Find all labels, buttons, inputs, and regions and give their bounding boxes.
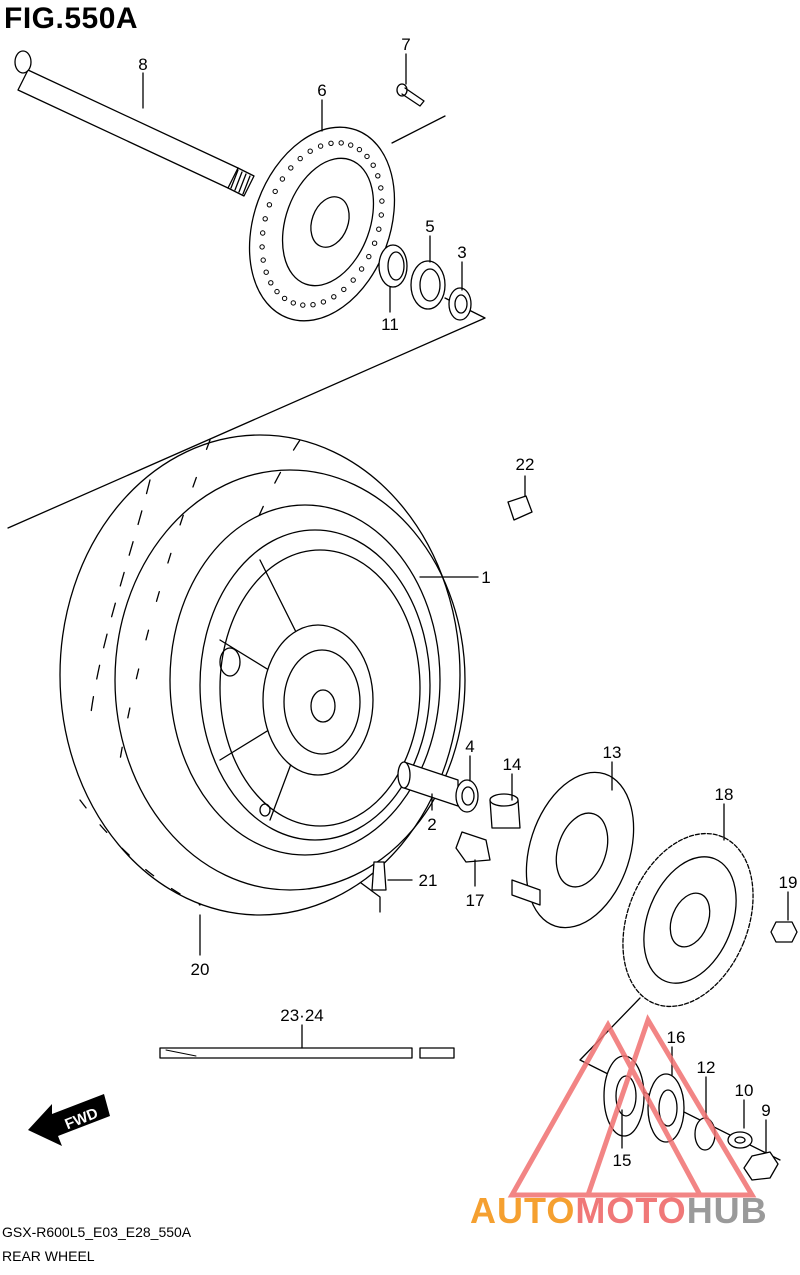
bearing-11: [378, 244, 408, 288]
sprocket-nut: [770, 921, 798, 943]
bearing-4: [455, 779, 479, 813]
disc-hole: [259, 244, 265, 250]
damper: [455, 831, 491, 863]
callout-15: 15: [613, 1151, 632, 1170]
disc-hole: [260, 257, 266, 263]
disc-hole: [338, 140, 344, 146]
callout-10: 10: [735, 1081, 754, 1100]
callout-19: 19: [779, 873, 798, 892]
disc-hole: [281, 295, 288, 302]
bearing-3: [448, 287, 472, 321]
disc-hole: [297, 155, 303, 162]
disc-hole: [376, 226, 382, 232]
disc-hole: [320, 299, 327, 305]
disc-hole: [371, 240, 378, 246]
disc-hole: [288, 165, 294, 171]
figure-code: GSX-R600L5_E03_E28_550A: [2, 1224, 192, 1240]
callout-13: 13: [603, 743, 622, 762]
disc-hole: [307, 148, 313, 154]
rim-tape: [159, 1047, 455, 1059]
brand-part-moto: MOTO: [575, 1190, 687, 1231]
disc-hole: [358, 266, 365, 272]
disc-hole: [266, 202, 273, 208]
figure-name: REAR WHEEL: [2, 1248, 95, 1264]
disc-hole: [300, 302, 306, 308]
disc-hole: [262, 216, 268, 222]
disc-hole: [350, 277, 356, 283]
guide-line-bolt: [391, 115, 446, 144]
callout-1: 1: [481, 568, 490, 587]
disc-hole: [328, 140, 334, 147]
disc-hole: [290, 300, 296, 306]
brand-part-hub: HUB: [686, 1190, 768, 1231]
callout-labels: 8 6 7 5 3 11 22 1 2 4 14 13 18 19 17 21 …: [138, 35, 797, 1170]
watermark-triangle-icon: [507, 1014, 757, 1198]
disc-hole: [356, 146, 363, 153]
disc-hole: [310, 302, 316, 308]
callout-11: 11: [381, 315, 399, 334]
disc-hole: [364, 153, 370, 160]
watermark-brand: AUTOMOTOHUB: [470, 1190, 768, 1232]
callout-4: 4: [465, 737, 474, 756]
callout-6: 6: [317, 81, 326, 100]
collar: [489, 793, 521, 829]
callout-21: 21: [419, 871, 438, 890]
washer-10: [727, 1131, 753, 1149]
disc-hole: [370, 162, 376, 168]
disc-hole: [272, 188, 278, 195]
callout-9: 9: [761, 1101, 770, 1120]
axle: [14, 50, 255, 197]
disc-hole: [379, 198, 385, 204]
disc-hole: [279, 176, 286, 182]
callout-7: 7: [401, 35, 410, 54]
disc-bolt: [396, 83, 425, 107]
nut-9: [743, 1151, 779, 1181]
oil-seal-16: [647, 1073, 685, 1143]
brake-disc: [248, 126, 396, 322]
disc-hole: [317, 143, 324, 149]
callout-14: 14: [503, 755, 522, 774]
rear-sprocket: [622, 832, 754, 1008]
wheel-rim: [169, 504, 441, 856]
callout-18: 18: [715, 785, 734, 804]
disc-hole: [375, 173, 381, 179]
forward-arrow-icon: FWD: [28, 1094, 110, 1146]
disc-hole: [348, 142, 354, 148]
disc-hole: [378, 212, 384, 218]
disc-hole: [366, 253, 372, 260]
disc-hole: [268, 280, 274, 286]
callout-17: 17: [466, 891, 485, 910]
callout-2: 2: [427, 815, 436, 834]
disc-hole: [341, 286, 347, 293]
disc-hole: [274, 288, 280, 295]
disc-hole: [263, 269, 269, 275]
disc-hole: [331, 294, 337, 300]
brand-part-auto: AUTO: [470, 1190, 576, 1231]
callout-5: 5: [425, 217, 434, 236]
callout-8: 8: [138, 55, 147, 74]
balance-weight: [507, 495, 533, 521]
callout-16: 16: [667, 1028, 686, 1047]
callout-23-24: 23·24: [280, 1006, 323, 1025]
callout-12: 12: [697, 1058, 716, 1077]
disc-hole: [260, 230, 266, 236]
sprocket-drum: [511, 771, 635, 929]
callout-3: 3: [457, 243, 466, 262]
disc-hole: [378, 185, 384, 191]
oil-seal-5: [410, 260, 446, 310]
figure-title: FIG.550A: [4, 2, 139, 35]
callout-22: 22: [516, 455, 535, 474]
tire-valve: [371, 861, 387, 891]
callout-20: 20: [191, 960, 210, 979]
